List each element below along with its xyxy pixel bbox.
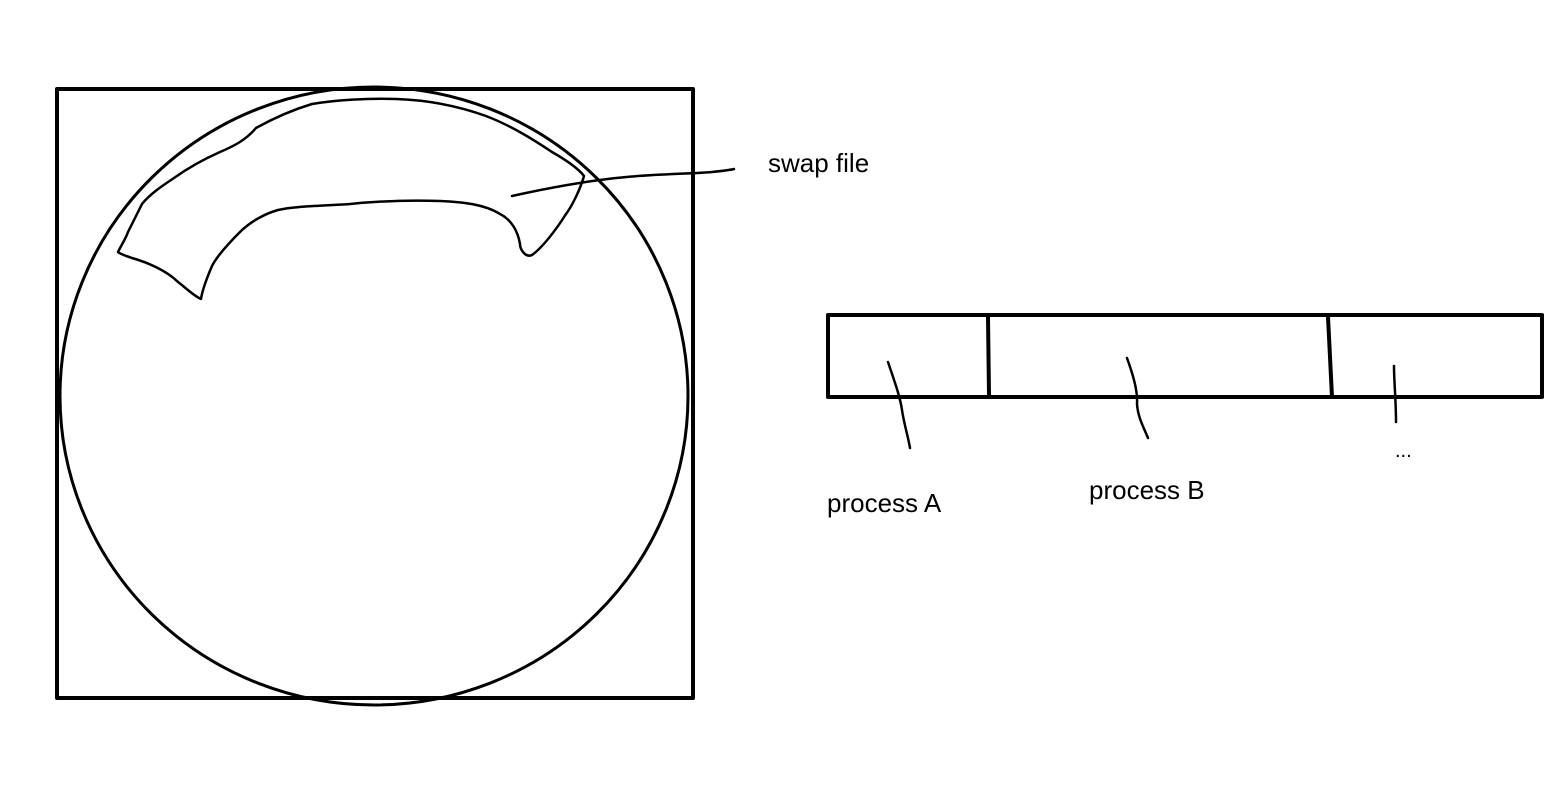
memory-bar-outline [826,313,1544,399]
segment-process-a [886,360,912,450]
segment-divider-2 [1326,315,1334,399]
swap-file-region [116,97,586,301]
more-leader-line [1392,364,1398,424]
process-b-label: process B [1089,475,1205,505]
segment-more [1392,364,1398,424]
process-a-leader-line [886,360,912,450]
disk-platter [58,85,690,707]
more-label: ... [1395,440,1412,462]
swap-file-label: swap file [768,148,869,178]
disk-drawing [55,85,736,707]
segment-divider-1 [986,315,991,397]
process-b-leader-line [1125,356,1150,440]
segment-process-b [1125,356,1150,440]
swap-file-leader-line [510,167,736,198]
memory-bar [826,313,1544,450]
disk-frame [55,87,695,700]
process-a-label: process A [827,488,942,518]
